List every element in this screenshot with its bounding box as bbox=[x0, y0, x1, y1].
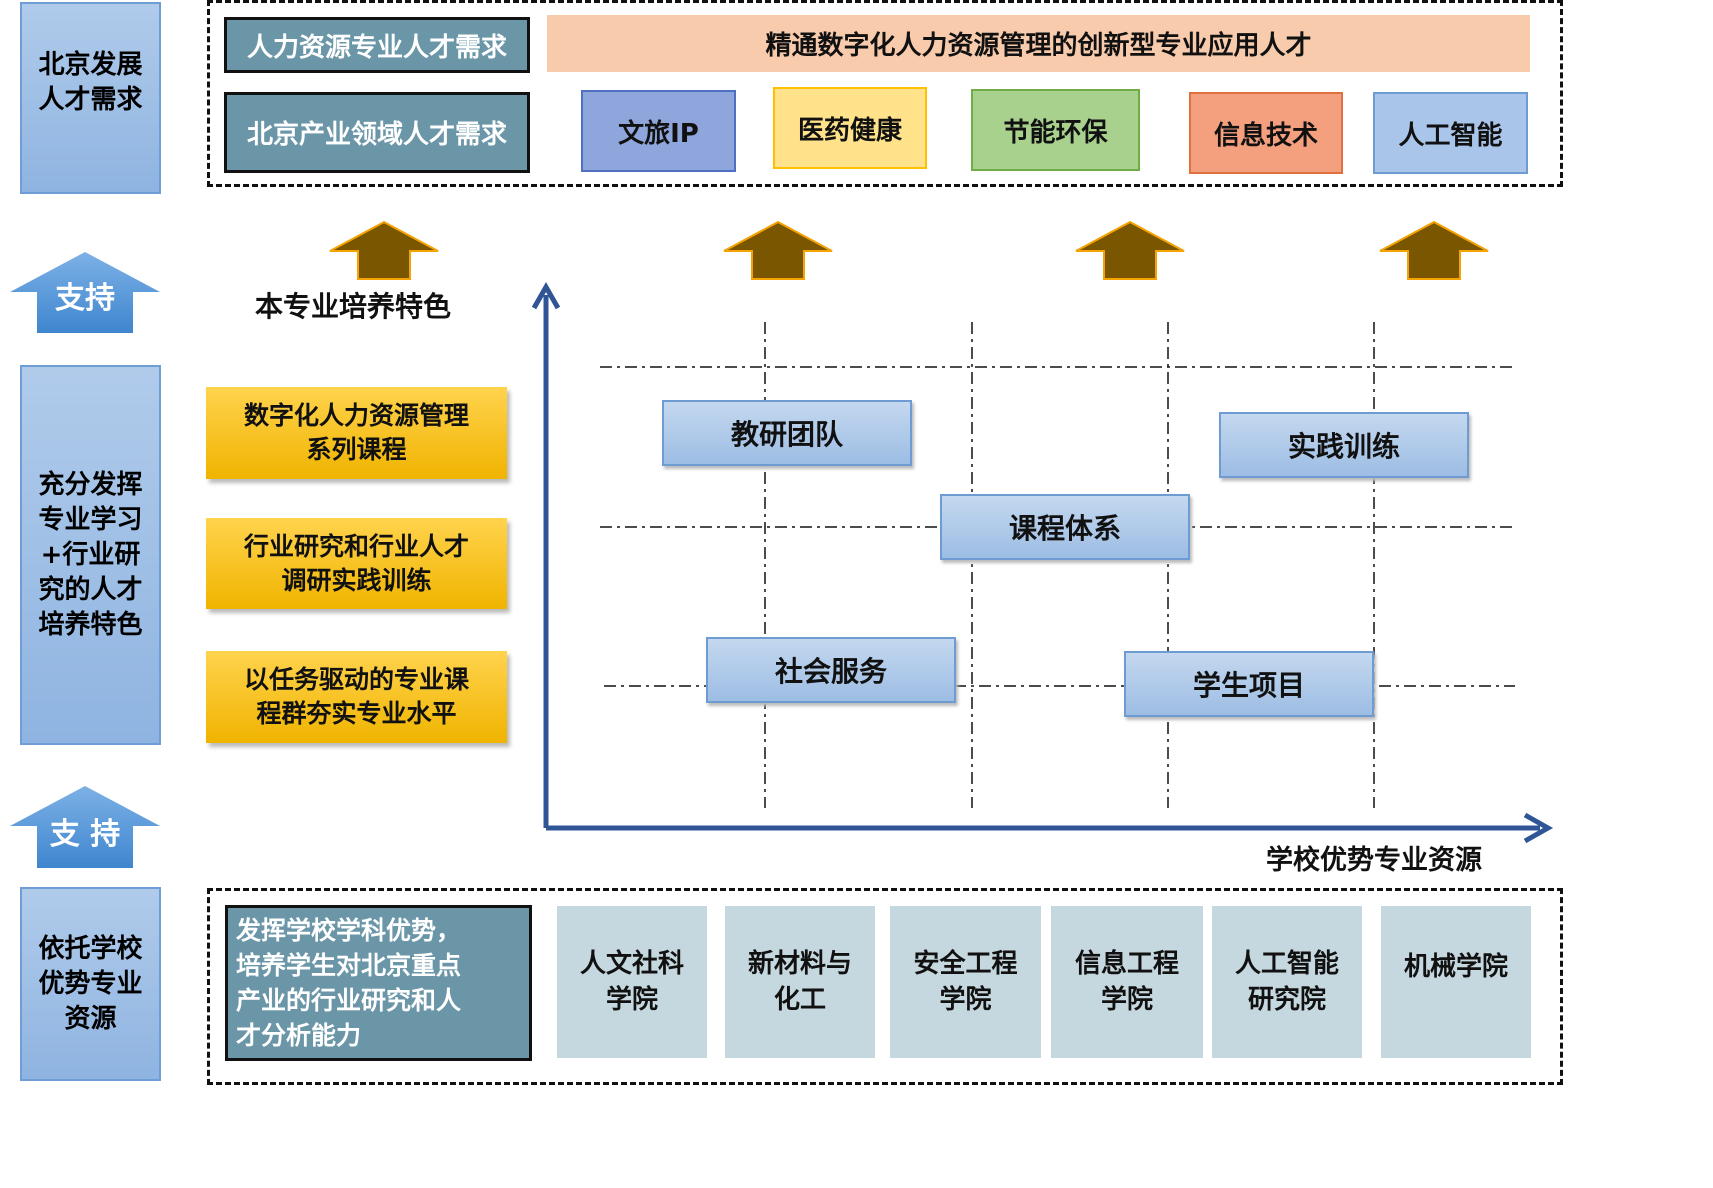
grid-lines bbox=[600, 322, 1515, 808]
brown-up-arrow bbox=[1075, 220, 1185, 280]
element-practice-training: 实践训练 bbox=[1219, 412, 1469, 478]
brown-up-arrow bbox=[1379, 220, 1489, 280]
feature-box: 行业研究和行业人才 调研实践训练 bbox=[206, 518, 507, 609]
industry-box: 人工智能 bbox=[1373, 92, 1528, 174]
industry-box: 医药健康 bbox=[773, 87, 927, 169]
x-axis-label: 学校优势专业资源 bbox=[1266, 845, 1482, 876]
resource-frame bbox=[207, 888, 1563, 1085]
feature-box: 以任务驱动的专业课 程群夯实专业水平 bbox=[206, 651, 507, 743]
beijing-demand-label: 北京发展 人才需求 bbox=[20, 2, 161, 194]
advantage-box: 发挥学校学科优势， 培养学生对北京重点 产业的行业研究和人 才分析能力 bbox=[225, 905, 532, 1061]
college-box: 信息工程 学院 bbox=[1051, 906, 1203, 1058]
element-social-service: 社会服务 bbox=[706, 637, 956, 703]
support-arrow-top bbox=[10, 252, 160, 333]
college-box: 人文社科 学院 bbox=[557, 906, 707, 1058]
axes bbox=[531, 281, 1554, 844]
hr-demand-box: 人力资源专业人才需求 bbox=[224, 17, 530, 73]
support-label-bottom: 支 持 bbox=[49, 817, 121, 852]
support-arrow-bottom bbox=[10, 786, 160, 868]
industry-demand-box: 北京产业领域人才需求 bbox=[224, 92, 530, 173]
college-box: 人工智能 研究院 bbox=[1212, 906, 1362, 1058]
school-resource-label: 依托学校 优势专业 资源 bbox=[20, 887, 161, 1081]
training-feature-label: 充分发挥 专业学习 +行业研 究的人才 培养特色 bbox=[20, 365, 161, 745]
demand-frame bbox=[207, 0, 1563, 187]
college-box: 新材料与 化工 bbox=[725, 906, 875, 1058]
brown-up-arrow bbox=[329, 220, 439, 280]
industry-box: 节能环保 bbox=[971, 89, 1140, 171]
industry-box: 信息技术 bbox=[1189, 92, 1343, 174]
brown-up-arrow bbox=[723, 220, 833, 280]
support-label-top: 支持 bbox=[55, 281, 115, 316]
element-teaching-team: 教研团队 bbox=[662, 400, 912, 466]
college-box: 安全工程 学院 bbox=[890, 906, 1041, 1058]
feature-box: 数字化人力资源管理 系列课程 bbox=[206, 387, 507, 479]
element-student-project: 学生项目 bbox=[1124, 651, 1374, 717]
industry-box: 文旅IP bbox=[581, 90, 736, 172]
element-curriculum: 课程体系 bbox=[940, 494, 1190, 560]
college-box: 机械学院 bbox=[1381, 906, 1531, 1058]
feature-title: 本专业培养特色 bbox=[255, 290, 452, 323]
talent-goal-banner: 精通数字化人力资源管理的创新型专业应用人才 bbox=[547, 15, 1530, 72]
